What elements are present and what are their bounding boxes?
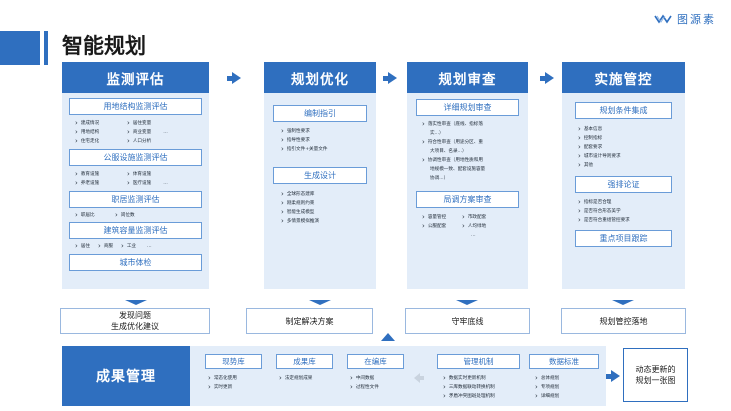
- final-output-box: 动态更新的 规划一张图: [623, 348, 688, 402]
- section-title: 城市体检: [69, 254, 202, 271]
- arrow-down-icon: [612, 300, 634, 305]
- section-items: 基本信息 控制指标 配套要求 城市设计导则要求 其他: [575, 119, 672, 176]
- section-title: 公服设施监测评估: [69, 149, 202, 166]
- column-header: 监测评估: [62, 62, 209, 93]
- group-title: 数据标准: [529, 354, 599, 369]
- arrow-right-icon: [606, 370, 620, 382]
- section-items: 居住商服工业…: [69, 239, 202, 254]
- section-title: 编制指引: [273, 105, 367, 122]
- group-items: 数据实时更新机制 三库数据联动转换机制 矛盾冲突图斑处理机制: [437, 369, 520, 401]
- arrow-right-icon: [383, 72, 397, 84]
- column-monitoring: 监测评估 用地结构监测评估 建成情况居住变量 用地结构商业变量… 住宅走化人口分…: [62, 62, 209, 289]
- column-body: 规划条件集成 基本信息 控制指标 配套要求 城市设计导则要求 其他 强排论证 指…: [562, 93, 685, 289]
- arrow-right-icon: [227, 72, 241, 84]
- section-title: 生成设计: [273, 167, 367, 184]
- arrow-down-icon: [456, 300, 478, 305]
- column-header: 规划优化: [264, 62, 376, 93]
- arrow-down-icon: [309, 300, 331, 305]
- results-group-standards: 数据标准 总体规划 专项规划 详细规划: [529, 354, 599, 401]
- section-items: 职居比岗位数: [69, 208, 202, 222]
- output-box-optimization: 制定解决方案: [246, 308, 373, 334]
- column-review: 规划审查 详细规划审查 落实性审查（底线、指标落 实...） 符合性审查（用途分…: [407, 62, 528, 289]
- arrow-right-icon: [540, 72, 554, 84]
- section-items: 指标是否合理 是否符合形态美学 是否符合重组管控要求: [575, 193, 672, 230]
- section-title: 局调方案审查: [416, 191, 519, 208]
- results-group-current: 现势库 常态化使用 实时更新: [205, 354, 262, 392]
- group-title: 成果库: [276, 354, 333, 369]
- page-title: 智能规划: [62, 34, 146, 58]
- section-title: 建筑容量监测评估: [69, 222, 202, 239]
- output-box-control: 规划管控落地: [561, 308, 686, 334]
- column-body: 用地结构监测评估 建成情况居住变量 用地结构商业变量… 住宅走化人口分析 公服设…: [62, 93, 209, 289]
- column-body: 详细规划审查 落实性审查（底线、指标落 实...） 符合性审查（用途分区、重 大…: [407, 93, 528, 289]
- logo-mark-icon: [654, 14, 672, 24]
- results-group-mechanism: 管理机制 数据实时更新机制 三库数据联动转换机制 矛盾冲突图斑处理机制: [437, 354, 520, 401]
- output-box-monitoring: 发现问题 生成优化建议: [60, 308, 210, 334]
- output-box-review: 守牢底线: [405, 308, 530, 334]
- merge-arrow-icon: [414, 370, 424, 384]
- group-items: 总体规划 专项规划 详细规划: [529, 369, 599, 401]
- group-items: 中间数据 过程性文件: [347, 369, 404, 392]
- arrow-down-icon: [125, 300, 147, 305]
- section-items: 教育设施体育设施 养老设施医疗设施…: [69, 166, 202, 191]
- column-optimization: 规划优化 编制指引 强制性要求 指导性要求 指引文件+关量文件 生成设计 全球形…: [264, 62, 376, 289]
- logo-text: 图源素: [677, 13, 716, 26]
- section-items: 强制性要求 指导性要求 指引文件+关量文件: [273, 122, 367, 167]
- section-items: 建成情况居住变量 用地结构商业变量… 住宅走化人口分析: [69, 115, 202, 149]
- results-group-in-progress: 在编库 中间数据 过程性文件: [347, 354, 404, 392]
- section-items: 容量管控市政配套 公服配套人均绿地 …: [416, 208, 519, 240]
- column-body: 编制指引 强制性要求 指导性要求 指引文件+关量文件 生成设计 全球形态建库 刚…: [264, 93, 376, 289]
- results-header: 成果管理: [62, 346, 190, 406]
- arrow-up-icon: [381, 333, 395, 341]
- section-title: 强排论证: [575, 176, 672, 193]
- column-header: 规划审查: [407, 62, 528, 93]
- logo: 图源素: [654, 11, 716, 27]
- title-accent-bar: [0, 31, 40, 65]
- group-title: 管理机制: [437, 354, 520, 369]
- section-title: 重点项目跟踪: [575, 230, 672, 247]
- section-items: 落实性审查（底线、指标落 实...） 符合性审查（用途分区、重 大项目、名录..…: [416, 116, 519, 191]
- results-group-archive: 成果库 法定规划成果: [276, 354, 333, 383]
- title-accent-stripe: [44, 31, 48, 65]
- section-title: 职居监测评估: [69, 191, 202, 208]
- section-title: 用地结构监测评估: [69, 98, 202, 115]
- section-items: 全球形态建库 刚柔规则约束 智能生成模型 多情景模拟推演: [273, 184, 367, 226]
- column-control: 实施管控 规划条件集成 基本信息 控制指标 配套要求 城市设计导则要求 其他 强…: [562, 62, 685, 289]
- group-items: 常态化使用 实时更新: [205, 369, 262, 392]
- section-title: 详细规划审查: [416, 99, 519, 116]
- group-title: 在编库: [347, 354, 404, 369]
- group-items: 法定规划成果: [276, 369, 333, 383]
- group-title: 现势库: [205, 354, 262, 369]
- section-title: 规划条件集成: [575, 102, 672, 119]
- column-header: 实施管控: [562, 62, 685, 93]
